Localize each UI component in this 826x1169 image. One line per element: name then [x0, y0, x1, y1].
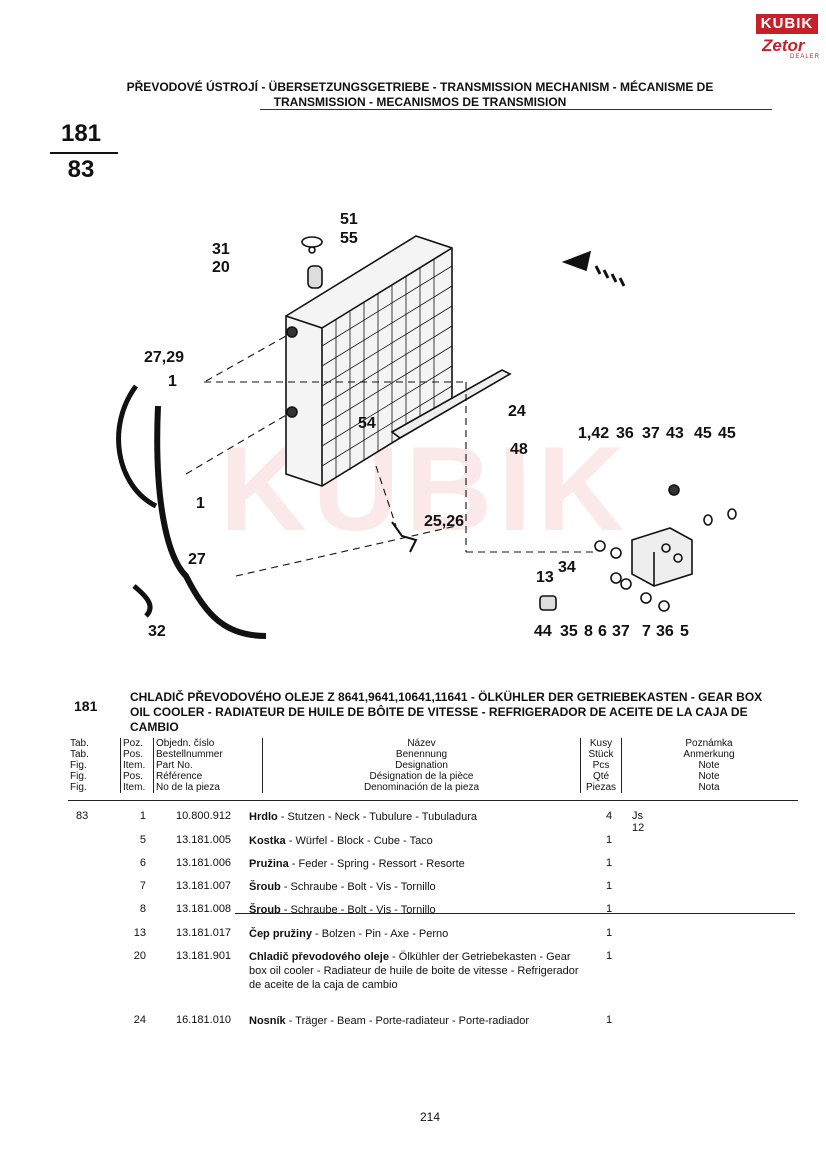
callout-27-29: 27,29 [144, 349, 184, 366]
callout-54: 54 [358, 415, 376, 432]
callout-45b: 45 [718, 425, 736, 442]
logo-zetor-text: Zetor [762, 36, 805, 55]
direction-arrow [561, 250, 592, 272]
callout-48: 48 [510, 441, 528, 458]
callout-44: 44 [534, 623, 552, 640]
tab-fig-divider [50, 152, 118, 154]
callout-1a: 1 [168, 373, 177, 390]
callout-36b: 36 [656, 623, 674, 640]
col-pos: Poz.Pos.Item.Pos.Item. [120, 738, 154, 793]
callout-37a: 37 [642, 425, 660, 442]
callout-7: 7 [642, 623, 651, 640]
section-title: CHLADIČ PŘEVODOVÉHO OLEJE Z 8641,9641,10… [130, 690, 763, 734]
callout-25-26: 25,26 [424, 513, 464, 530]
valve-block-5 [631, 527, 693, 587]
wing-nut-51 [301, 236, 323, 248]
row-name: Hrdlo [249, 811, 278, 823]
callout-20: 20 [212, 259, 230, 276]
callout-45a: 45 [694, 425, 712, 442]
kubik-zetor-logo: KUBIK Zetor DEALER [756, 14, 821, 62]
hose-32 [132, 584, 153, 618]
callout-37b: 37 [612, 623, 630, 640]
header-rule [260, 109, 772, 110]
row-pos: 1 [139, 810, 146, 822]
callout-24: 24 [508, 403, 526, 420]
beam-24 [390, 369, 512, 439]
bracket-25-26 [391, 521, 418, 553]
row-group-rule [235, 913, 795, 914]
callout-35: 35 [560, 623, 578, 640]
page-header-title: PŘEVODOVÉ ÚSTROJÍ - ÜBERSETZUNGSGETRIEBE… [100, 80, 740, 110]
col-tab: Tab.Tab.Fig.Fig.Fig. [68, 738, 121, 793]
callout-5: 5 [680, 623, 689, 640]
row-qty: 4 [606, 810, 613, 822]
callout-1-42: 1,42 [578, 425, 609, 442]
page-number: 214 [419, 1110, 441, 1124]
callout-31: 31 [212, 241, 230, 258]
row-tab: 83 [76, 810, 89, 822]
callout-8: 8 [584, 623, 593, 640]
callout-55: 55 [340, 230, 358, 247]
row-code: 10.800.912 [176, 810, 232, 822]
washer-55 [308, 246, 316, 254]
plug-31 [307, 265, 323, 289]
callout-34: 34 [558, 559, 576, 576]
row-note: Js 12 [632, 810, 645, 834]
header-line-2: TRANSMISSION - MECANISMOS DE TRANSMISION [273, 95, 567, 109]
callout-13: 13 [536, 569, 554, 586]
fig-number: 83 [67, 156, 95, 183]
header-line-1: PŘEVODOVÉ ÚSTROJÍ - ÜBERSETZUNGSGETRIEBE… [126, 80, 714, 94]
exploded-diagram: 51 55 31 20 27,29 1 24 54 48 1 25,26 27 … [116, 211, 737, 640]
tab-number: 181 [60, 120, 102, 147]
callout-51: 51 [340, 211, 358, 228]
callout-1b: 1 [196, 495, 205, 512]
parts-table-header: Tab.Tab.Fig.Fig.Fig. Poz.Pos.Item.Pos.It… [68, 738, 796, 793]
callout-32: 32 [148, 623, 166, 640]
callout-43: 43 [666, 425, 684, 442]
callout-36a: 36 [616, 425, 634, 442]
callout-27: 27 [188, 551, 206, 568]
logo-dealer-text: DEALER [790, 54, 821, 60]
callout-6: 6 [598, 623, 607, 640]
logo-kubik-text: KUBIK [756, 14, 818, 34]
table-header-rule [68, 800, 798, 801]
section-number: 181 [74, 698, 98, 714]
